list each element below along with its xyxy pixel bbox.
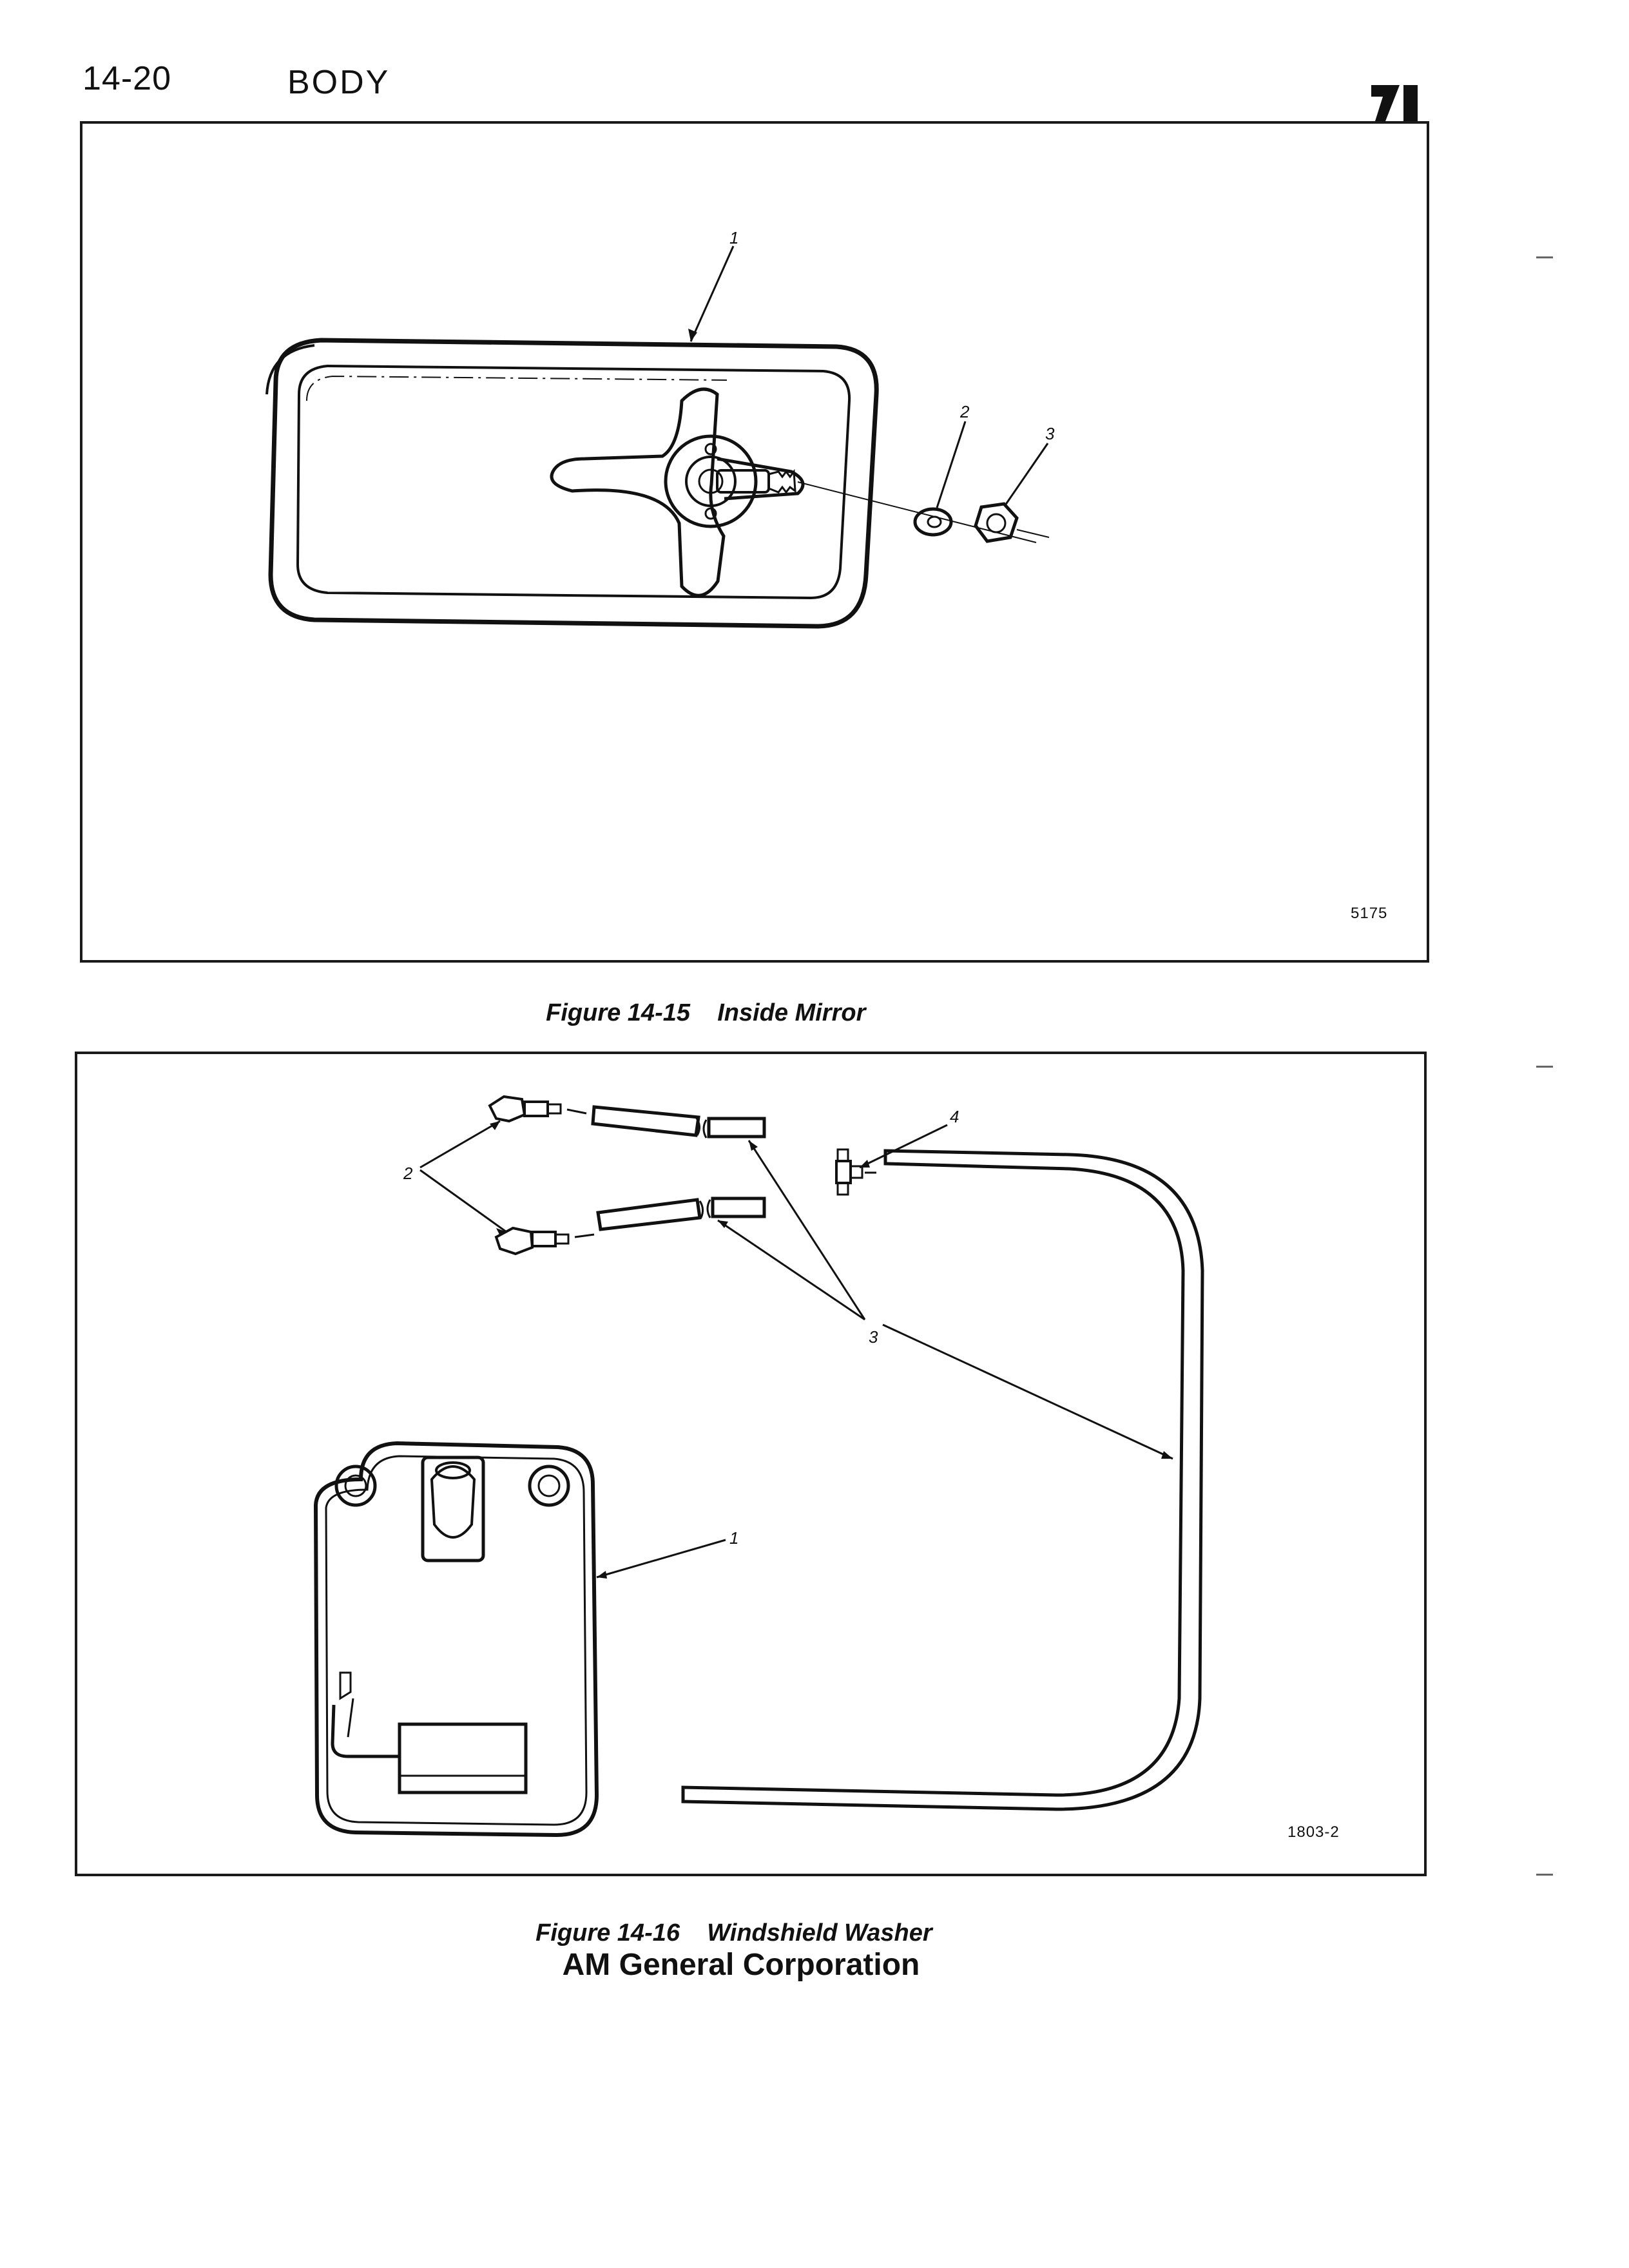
jeep-logo-icon: [1371, 85, 1423, 124]
caption-title: Inside Mirror: [717, 999, 866, 1026]
callout-4: 4: [950, 1107, 959, 1126]
upper-nozzle: [488, 1095, 587, 1123]
figure-caption: Figure 14-16 Windshield Washer: [522, 1892, 932, 1947]
figure-windshield-washer: 1 2 3 4 1803-2: [75, 1052, 1427, 1876]
callout-2: 2: [959, 402, 970, 421]
figure-inside-mirror: 1 2 3 5175: [80, 121, 1429, 963]
figure-code: 5175: [1351, 905, 1388, 922]
figure-caption: Figure 14-15 Inside Mirror: [532, 972, 865, 1027]
callout-3: 3: [1045, 424, 1055, 443]
figure-code: 1803-2: [1287, 1823, 1340, 1841]
page-number: 14-20: [82, 60, 171, 97]
callout-1: 1: [729, 228, 738, 247]
footer-company: AM General Corporation: [562, 1948, 920, 1982]
callout-3: 3: [869, 1327, 878, 1347]
margin-tick: [1536, 256, 1553, 258]
callout-2: 2: [403, 1164, 413, 1183]
caption-label: Figure 14-16: [535, 1919, 680, 1946]
lower-nozzle: [494, 1226, 595, 1256]
washer-reservoir: [313, 1441, 599, 1838]
inside-mirror-illustration: 1 2 3: [265, 228, 1055, 629]
caption-title: Windshield Washer: [707, 1919, 932, 1946]
tee-connector: [835, 1148, 876, 1196]
windshield-washer-illustration: 1 2 3 4: [313, 1095, 1204, 1838]
callout-1: 1: [729, 1528, 738, 1548]
section-title: BODY: [287, 64, 390, 101]
margin-tick: [1536, 1066, 1553, 1068]
caption-label: Figure 14-15: [546, 999, 690, 1026]
margin-tick: [1536, 1874, 1553, 1876]
